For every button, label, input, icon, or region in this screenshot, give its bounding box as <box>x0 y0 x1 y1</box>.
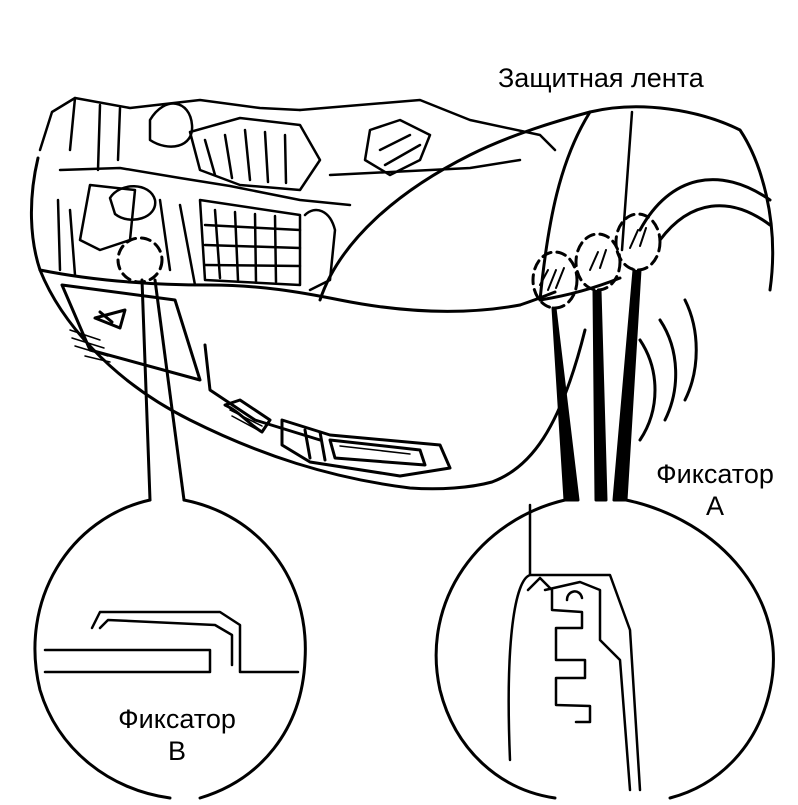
headlight <box>318 110 622 302</box>
clip-a-label-line2: A <box>705 491 724 521</box>
clip-b-marker <box>116 236 164 284</box>
protective-tape-leader <box>620 110 634 252</box>
clip-a-label-line1: Фиксатор <box>656 459 774 489</box>
clip-a-leaders <box>551 268 642 502</box>
clip-a-label: Фиксатор A <box>640 458 790 522</box>
front-fender <box>588 105 775 442</box>
protective-tape-label: Защитная лента <box>498 63 704 93</box>
clip-b-label-line2: B <box>167 736 186 766</box>
protective-tape-hatching <box>539 227 647 291</box>
clip-b-label-line1: Фиксатор <box>118 704 236 734</box>
engine-bay <box>38 96 557 292</box>
clip-b-leader <box>140 278 186 502</box>
front-bumper <box>29 156 587 491</box>
clip-a-detail <box>434 498 775 800</box>
fog-lamp <box>280 418 452 478</box>
clip-b-label: Фиксатор B <box>92 703 262 767</box>
clip-b-detail <box>33 498 307 800</box>
